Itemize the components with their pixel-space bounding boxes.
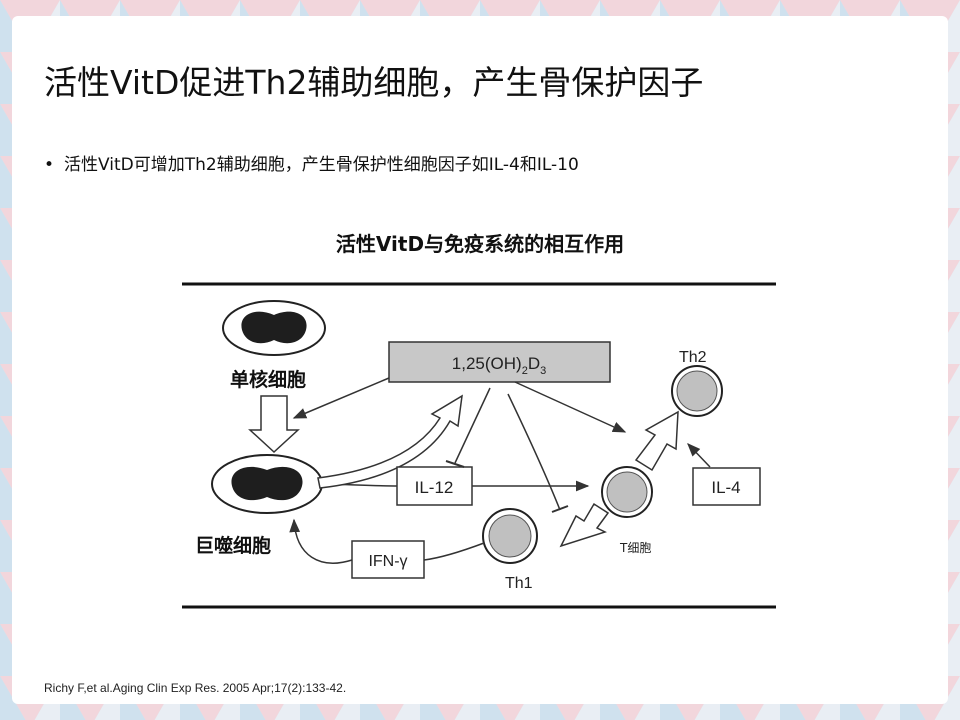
ifn-to-macrophage-arrow — [289, 518, 353, 564]
macrophage-nucleus — [231, 466, 303, 501]
ifn-gamma-label: IFN-γ — [368, 553, 407, 570]
tcell-to-th2-arrow — [634, 410, 679, 472]
inhibit-bar-tcell — [551, 505, 569, 513]
il4-box — [692, 467, 761, 506]
hormone-box — [388, 341, 611, 383]
figure-title: 活性VitD与免疫系统的相互作用 — [335, 232, 625, 256]
hormone-to-th2-arrow — [514, 381, 627, 433]
th1-cell-inner — [488, 514, 532, 558]
t-cell-inner — [606, 471, 648, 513]
th1-label: Th1 — [505, 575, 533, 592]
bullet-text: 活性VitD可增加Th2辅助细胞，产生骨保护性细胞因子如IL-4和IL-10 — [64, 155, 579, 175]
th2-label: Th2 — [679, 349, 707, 366]
il12-label: IL-12 — [415, 478, 454, 497]
differentiation-arrow — [248, 395, 300, 454]
macrophage-label: 巨噬细胞 — [195, 534, 271, 557]
ifn-gamma-box — [351, 540, 425, 579]
slide-title: 活性VitD促进Th2辅助细胞，产生骨保护因子 — [44, 63, 704, 102]
bullet-dot-icon: • — [44, 155, 55, 175]
th2-cell-inner — [676, 370, 718, 412]
hormone-to-tcell-line — [507, 393, 561, 511]
citation-text: Richy F,et al.Aging Clin Exp Res. 2005 A… — [44, 681, 347, 695]
hormone-label: 1,25(OH)2D3 — [452, 354, 546, 377]
monocyte-nucleus — [241, 311, 307, 344]
il4-to-th2-arrow — [687, 443, 711, 468]
il12-box — [396, 466, 473, 506]
th1-to-ifn-line — [423, 542, 485, 561]
hormone-inhibits-il12 — [454, 387, 491, 464]
hormone-to-monocyte-arrow — [292, 377, 390, 419]
tcell-label: T细胞 — [619, 541, 651, 555]
macrophage-to-hormone-arrow — [317, 394, 463, 489]
bullet-item: • 活性VitD可增加Th2辅助细胞，产生骨保护性细胞因子如IL-4和IL-10 — [44, 150, 579, 175]
tcell-to-th1-arrow — [559, 502, 610, 548]
monocyte-label: 单核细胞 — [230, 368, 306, 391]
il4-label: IL-4 — [711, 478, 740, 497]
inhibit-bar-il12 — [445, 460, 465, 468]
